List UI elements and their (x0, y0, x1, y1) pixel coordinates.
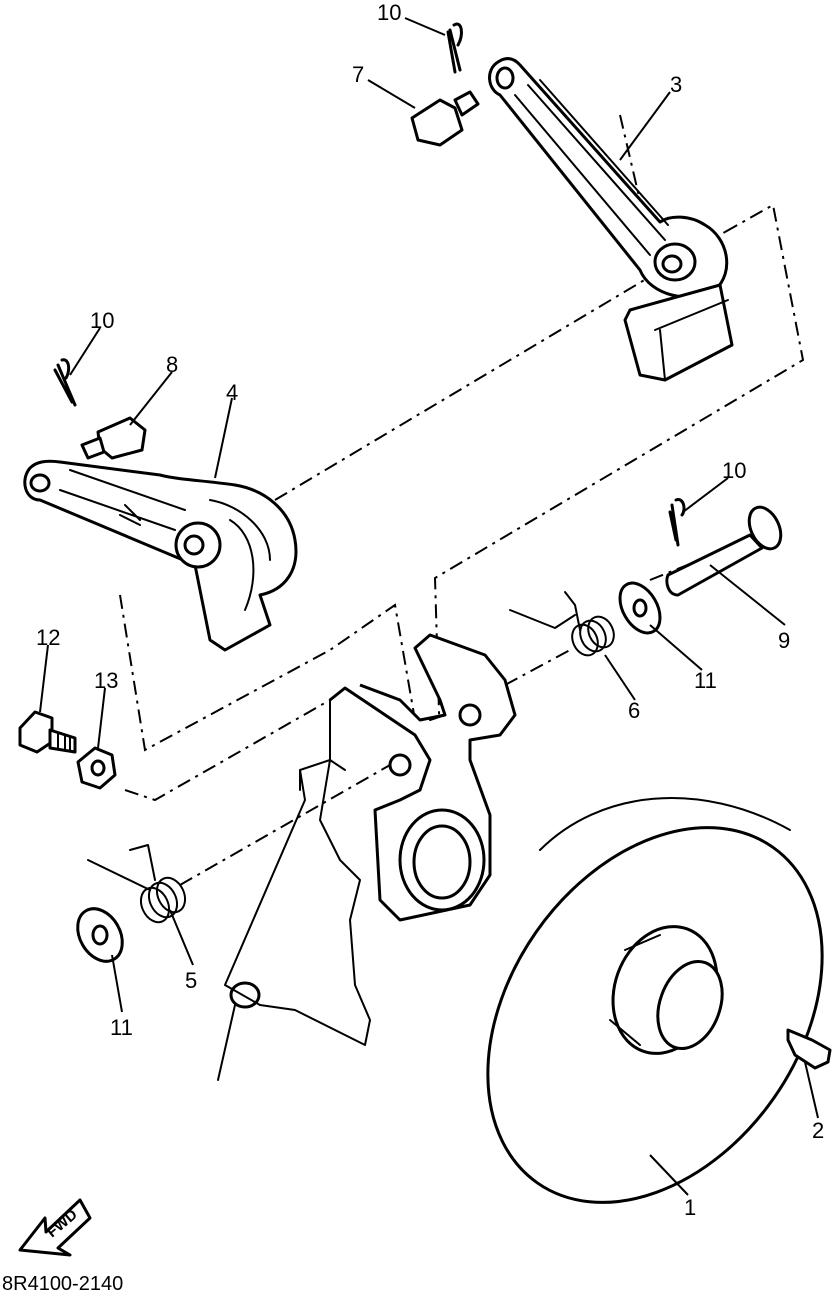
pin-8-part (80, 416, 147, 460)
label-spring-right: 6 (628, 698, 640, 723)
cotter-pins (53, 22, 686, 547)
label-spring-left: 5 (185, 968, 197, 993)
fwd-arrow-icon: FWD (18, 1198, 92, 1257)
key-part (786, 1028, 832, 1070)
label-arm-lower: 4 (226, 380, 238, 405)
bolt-part (18, 710, 77, 754)
arm-upper-part (488, 57, 734, 382)
label-pin-7: 7 (352, 62, 364, 87)
label-washer-left: 11 (110, 1015, 133, 1040)
label-washer-right: 11 (694, 668, 717, 693)
label-cotter-top: 10 (377, 0, 401, 25)
label-pin-8: 8 (166, 352, 178, 377)
label-arm-upper: 3 (670, 72, 682, 97)
label-disc: 1 (684, 1195, 696, 1220)
disc-part (486, 797, 824, 1204)
spring-right-part (509, 591, 615, 657)
label-cotter-right: 10 (722, 458, 746, 483)
shaft-part (665, 505, 783, 597)
pin-7-part (410, 90, 480, 147)
label-key: 2 (812, 1118, 824, 1143)
label-bolt: 12 (36, 625, 60, 650)
label-nut: 13 (94, 668, 118, 693)
arm-lower-part (23, 459, 298, 652)
nut-part (76, 746, 117, 790)
drawing-code: 8R4100-2140 (2, 1273, 123, 1295)
bracket-plate (217, 633, 517, 1081)
label-shaft: 9 (778, 628, 790, 653)
leader-lines (39, 17, 819, 1196)
part-number-labels: 10 7 3 10 8 4 10 9 11 6 12 13 5 11 1 2 (36, 0, 824, 1220)
spring-left-part (87, 844, 187, 924)
washers (76, 581, 662, 963)
label-cotter-left: 10 (90, 308, 114, 333)
